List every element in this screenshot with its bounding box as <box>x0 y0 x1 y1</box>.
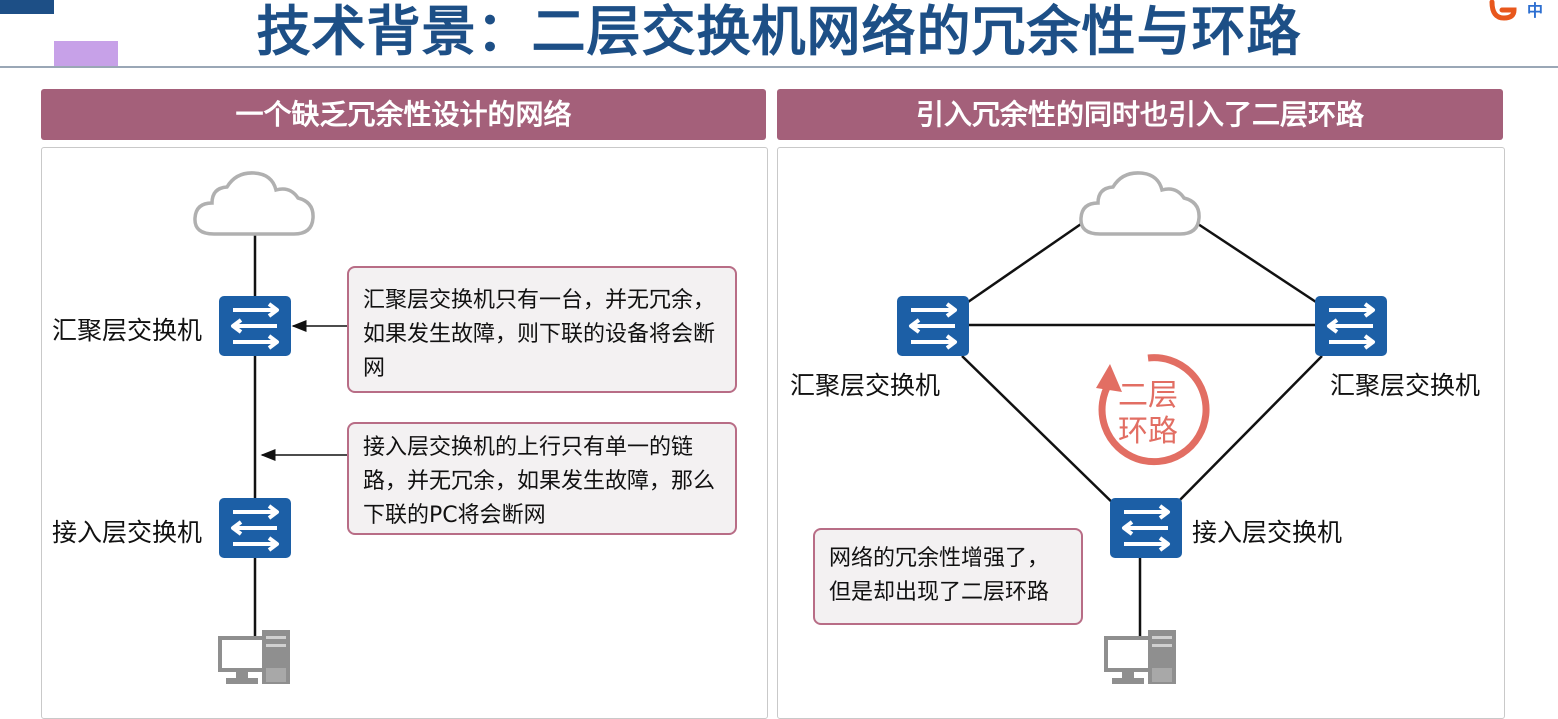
right-access-switch-label: 接入层交换机 <box>1192 518 1343 547</box>
loop-label: 二层 环路 <box>1108 378 1188 450</box>
switch-icon <box>219 498 291 558</box>
callout-loop-appeared: 网络的冗余性增强了，但是却出现了二层环路 <box>813 528 1083 625</box>
right-panel-heading: 引入冗余性的同时也引入了二层环路 <box>777 89 1503 140</box>
title-divider <box>0 66 1558 68</box>
loop-label-line1: 二层 <box>1118 378 1178 413</box>
loop-arrow-icon <box>1096 354 1210 466</box>
switch-icon <box>219 296 291 356</box>
link-cloud-agg-left <box>967 222 1082 304</box>
page-title: 技术背景：二层交换机网络的冗余性与环路 <box>256 0 1302 63</box>
right-agg-left-label: 汇聚层交换机 <box>790 371 941 400</box>
link-agg-right-access <box>1169 355 1323 511</box>
corner-accent-purple <box>54 41 118 66</box>
left-agg-switch-label: 汇聚层交换机 <box>52 316 203 345</box>
cloud-icon <box>1079 171 1201 236</box>
switch-icon <box>1315 296 1387 356</box>
pc-icon <box>1104 630 1176 684</box>
cloud-icon <box>193 171 315 236</box>
corner-accent-blue <box>0 0 54 14</box>
link-agg-left-access <box>961 355 1121 511</box>
sogou-ime-icon: 中 <box>1489 0 1550 21</box>
switch-icon <box>897 296 969 356</box>
switch-icon <box>1110 498 1182 558</box>
link-cloud-agg-right <box>1197 222 1317 304</box>
callout-agg-single: 汇聚层交换机只有一台，并无冗余，如果发生故障，则下联的设备将会断网 <box>347 266 737 393</box>
left-access-switch-label: 接入层交换机 <box>52 518 203 547</box>
svg-text:中: 中 <box>1527 1 1543 20</box>
right-agg-right-label: 汇聚层交换机 <box>1330 371 1481 400</box>
callout-single-uplink: 接入层交换机的上行只有单一的链路，并无冗余，如果发生故障，那么下联的PC将会断网 <box>347 422 737 535</box>
left-panel-heading: 一个缺乏冗余性设计的网络 <box>41 89 766 140</box>
pc-icon <box>218 630 290 684</box>
loop-label-line2: 环路 <box>1118 414 1178 449</box>
